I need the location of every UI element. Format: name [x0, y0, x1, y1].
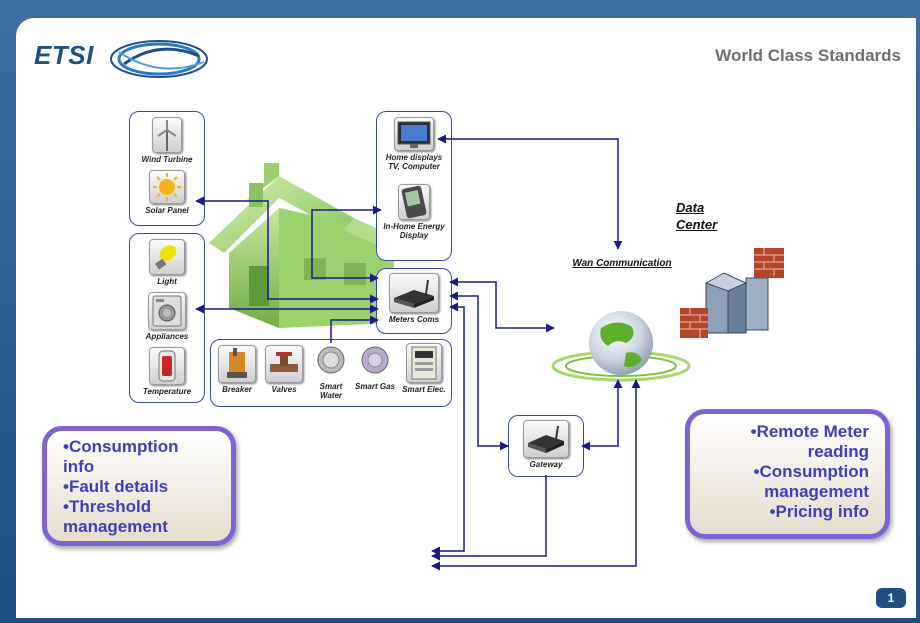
- tagline: World Class Standards: [715, 46, 901, 65]
- light-label: Light: [157, 277, 177, 286]
- light-device[interactable]: Light: [135, 239, 199, 286]
- meter-devices-group: Breaker Valves Smart Water Smart Gas: [210, 339, 452, 407]
- valves-device[interactable]: Valves: [261, 345, 307, 394]
- breaker-device[interactable]: Breaker: [214, 345, 260, 394]
- left-box-line-5: management: [63, 517, 168, 536]
- smart-water-label: Smart Water: [319, 382, 343, 400]
- light-bulb-icon: [149, 239, 185, 275]
- etsi-logo: ETSI: [34, 40, 94, 70]
- data-center-label: Data Center: [676, 200, 718, 232]
- left-box-line-1: •Consumption: [63, 437, 179, 456]
- water-meter-icon: [317, 346, 345, 374]
- right-box-line-1: •Remote Meter: [750, 422, 869, 441]
- tv-monitor-icon: [394, 117, 434, 151]
- page-number-badge: 1: [876, 588, 906, 608]
- wan-communication-label: Wan Communication: [572, 258, 672, 269]
- content-panel: ETSI World Class Standards: [16, 18, 916, 618]
- valves-label: Valves: [271, 385, 297, 394]
- remote-meter-info-box: •Remote Meter reading •Consumption manag…: [685, 409, 890, 539]
- firewall-icon: [754, 248, 784, 278]
- temperature-label: Temperature: [142, 387, 192, 396]
- globe-icon: [551, 311, 691, 382]
- temperature-device[interactable]: Temperature: [135, 347, 199, 396]
- consumption-info-box: •Consumption info •Fault details •Thresh…: [42, 426, 236, 546]
- etsi-swoosh-icon: [110, 40, 208, 78]
- meters-coms-hub[interactable]: Meters Coms: [376, 268, 452, 334]
- right-box-line-3: •Consumption: [753, 462, 870, 481]
- connectors: [195, 134, 641, 571]
- in-home-energy-display-device[interactable]: In-Home Energy Display: [379, 184, 449, 240]
- load-devices-group: Light Appliances Temperature: [129, 233, 205, 403]
- washing-machine-icon: [148, 292, 186, 330]
- smart-gas-label: Smart Gas: [354, 382, 396, 391]
- home-displays-device[interactable]: Home displays TV, Computer: [379, 117, 449, 171]
- solar-panel-device[interactable]: Solar Panel: [135, 170, 199, 215]
- solar-panel-icon: [149, 170, 185, 204]
- right-box-line-5: •Pricing info: [769, 502, 869, 521]
- data-center-servers-icon: [680, 248, 784, 338]
- appliances-label: Appliances: [145, 332, 189, 341]
- smart-elec-label: Smart Elec.: [402, 385, 446, 394]
- water-heater-icon: [149, 347, 185, 385]
- right-box-line-2: reading: [807, 442, 869, 461]
- home-displays-label: Home displays TV, Computer: [385, 153, 443, 171]
- generation-group: Wind Turbine Solar Panel: [129, 111, 205, 226]
- smart-water-device[interactable]: Smart Water: [309, 345, 353, 400]
- in-home-energy-display-label: In-Home Energy Display: [383, 222, 445, 240]
- left-box-line-3: •Fault details: [63, 477, 169, 496]
- wind-turbine-icon: [152, 117, 182, 153]
- valve-icon: [265, 345, 303, 383]
- breaker-icon: [218, 345, 256, 383]
- left-box-line-4: •Threshold: [63, 497, 152, 516]
- solar-panel-label: Solar Panel: [145, 206, 189, 215]
- router-icon: [389, 273, 439, 313]
- right-box-line-4: management: [764, 482, 869, 501]
- energy-display-icon: [398, 184, 430, 220]
- meters-coms-device: Meters Coms: [379, 273, 449, 324]
- left-box-line-2: info: [63, 457, 95, 476]
- breaker-label: Breaker: [222, 385, 252, 394]
- smart-gas-device[interactable]: Smart Gas: [353, 345, 397, 391]
- wind-turbine-label: Wind Turbine: [141, 155, 193, 164]
- display-devices-group: Home displays TV, Computer In-Home Energ…: [376, 111, 452, 261]
- meters-coms-label: Meters Coms: [388, 315, 440, 324]
- gas-meter-icon: [361, 346, 389, 374]
- appliances-device[interactable]: Appliances: [135, 292, 199, 341]
- wind-turbine-device[interactable]: Wind Turbine: [135, 117, 199, 164]
